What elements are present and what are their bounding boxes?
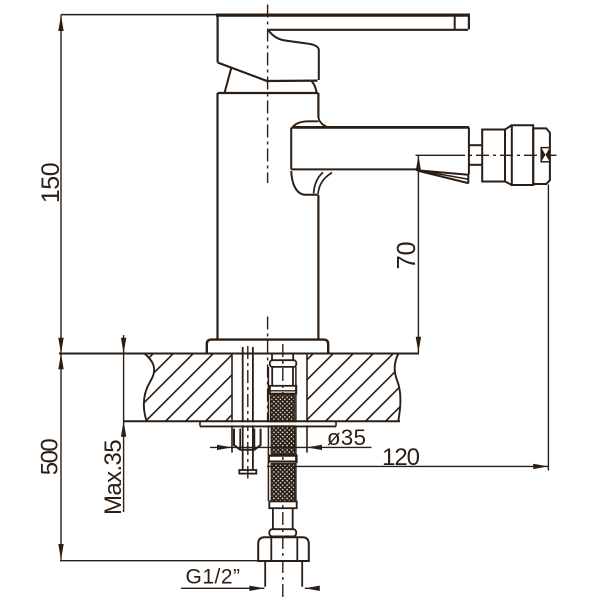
svg-text:G1/2”: G1/2”: [185, 566, 240, 589]
svg-text:ø35: ø35: [327, 425, 366, 450]
svg-text:150: 150: [37, 163, 65, 203]
svg-text:Max.35: Max.35: [100, 440, 127, 515]
svg-text:500: 500: [37, 439, 64, 476]
svg-text:70: 70: [393, 242, 421, 270]
svg-text:120: 120: [382, 444, 420, 471]
